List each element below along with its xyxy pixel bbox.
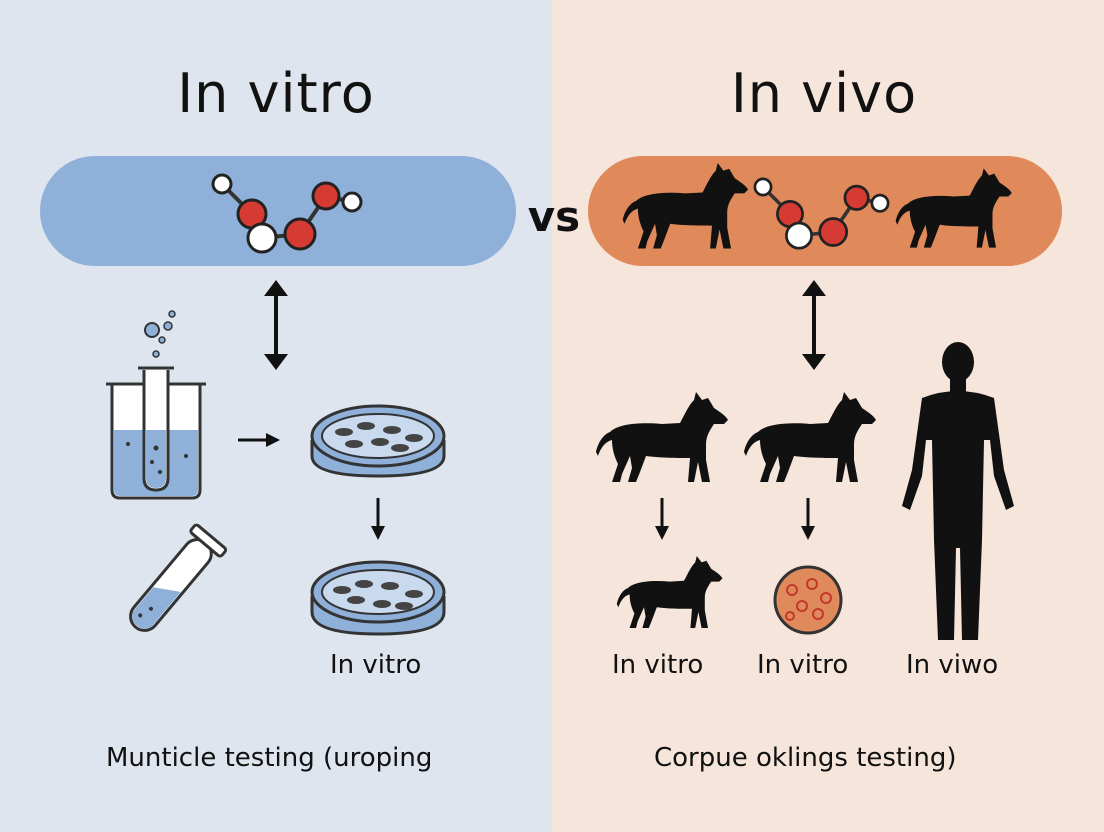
right-caption-3: In viwo [906,650,999,680]
in-vitro-banner [40,156,516,266]
in-vivo-panel [552,0,1104,832]
in-vitro-panel [0,0,552,832]
left-footer: Munticle testing (uroping [106,743,433,773]
cell-culture-icon [310,560,446,636]
double-arrow-icon [802,280,826,370]
right-footer: Corpue oklings testing) [654,743,957,773]
double-arrow-icon [264,280,288,370]
in-vivo-title: In vivo [730,62,918,125]
dog-icon [616,556,723,628]
test-tube-icon [129,523,228,632]
dog-icon [744,392,876,482]
beaker-icon [106,310,206,500]
right-caption-2: In vitro [757,650,849,680]
arrow-icon [238,433,280,447]
arrow-icon [801,498,815,540]
right-caption-1: In vitro [612,650,704,680]
cell-culture-icon [773,565,843,635]
arrow-icon [371,498,385,540]
dog-icon [596,392,728,482]
vs-label: vs [527,192,581,241]
petri-dish-icon [310,404,446,478]
in-vivo-banner [588,156,1062,266]
in-vitro-title: In vitro [177,62,375,125]
arrow-icon [655,498,669,540]
left-caption: In vitro [330,650,422,680]
human-silhouette-icon [902,342,1014,640]
